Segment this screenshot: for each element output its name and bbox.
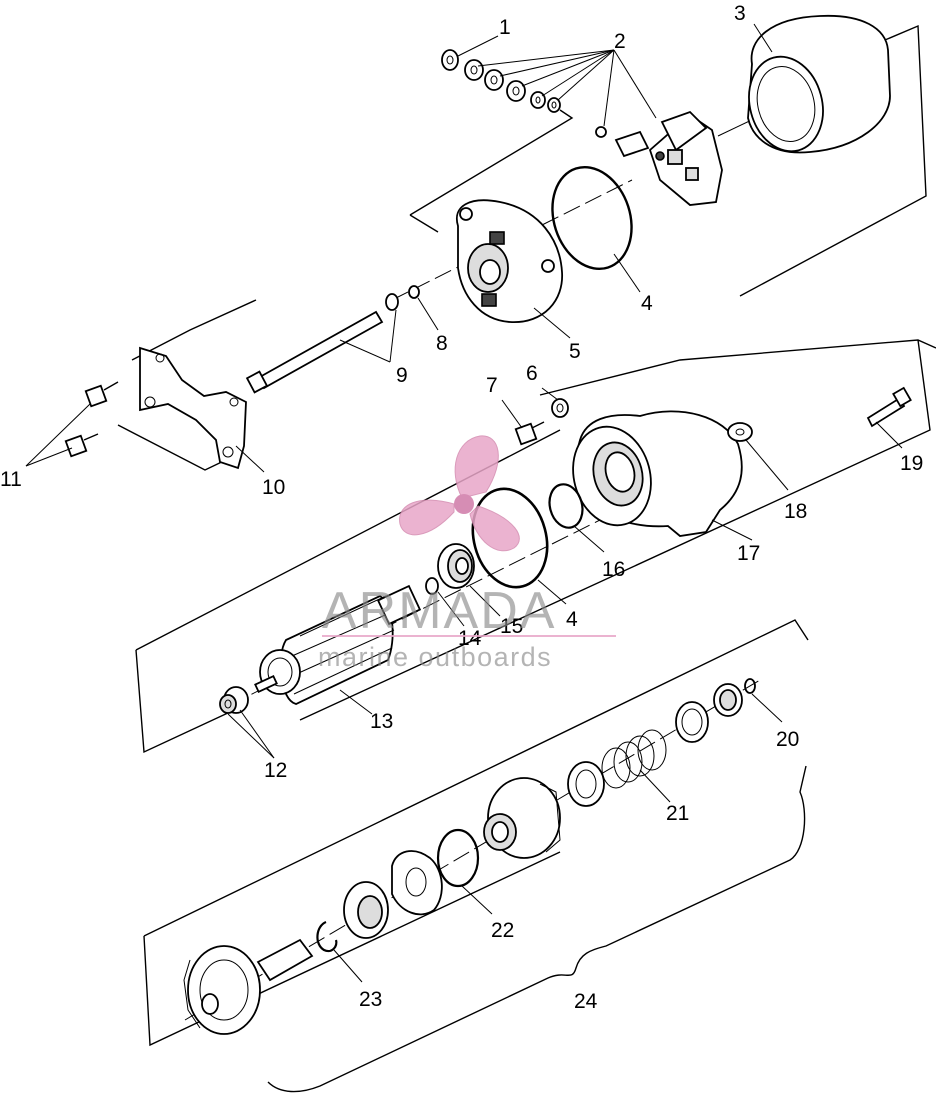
part-front-housing-17[interactable] (562, 410, 743, 537)
part-bushings-12[interactable] (219, 686, 249, 714)
callout-19: 19 (900, 452, 923, 475)
group-outline-lines (117, 24, 936, 1047)
watermark-brand: ARMADA (322, 582, 556, 640)
callout-14: 14 (458, 627, 482, 650)
callout-16: 16 (602, 558, 625, 581)
callout-17: 17 (737, 542, 760, 565)
part-o-ring-4-upper[interactable] (540, 157, 644, 279)
callout-10: 10 (262, 476, 285, 499)
callout-20: 20 (776, 728, 799, 751)
part-bracket-10[interactable] (139, 346, 247, 470)
callout-13: 13 (370, 710, 393, 733)
callout-6: 6 (526, 362, 538, 385)
part-clutch-gear[interactable] (483, 777, 561, 859)
callout-15: 15 (500, 615, 523, 638)
callout-12: 12 (264, 759, 287, 782)
callout-18: 18 (784, 500, 807, 523)
callout-24: 24 (574, 990, 598, 1013)
part-through-bolt-9[interactable] (245, 293, 399, 394)
callout-23: 23 (359, 988, 382, 1011)
callout-2: 2 (614, 30, 626, 53)
part-washer-18[interactable] (727, 422, 753, 442)
callout-8: 8 (436, 332, 448, 355)
part-spring-21[interactable] (567, 701, 709, 807)
callout-21: 21 (666, 802, 689, 825)
leader-lines (25, 23, 903, 983)
part-o-ring-8[interactable] (408, 285, 420, 299)
part-washers-2[interactable] (464, 59, 607, 138)
part-snap-ring-23[interactable] (316, 920, 338, 953)
callout-9: 9 (396, 364, 408, 387)
part-yoke-3[interactable] (739, 14, 891, 160)
watermark: ARMADA marine outboards (318, 435, 616, 672)
propeller-logo-icon (399, 435, 520, 552)
watermark-tagline: marine outboards (318, 642, 552, 672)
callout-22: 22 (491, 919, 514, 942)
part-nut-6[interactable] (551, 398, 569, 418)
brace-24 (267, 765, 807, 1093)
callout-4-lower: 4 (566, 608, 578, 631)
part-nut-1[interactable] (441, 49, 459, 71)
part-split-collar[interactable] (391, 850, 443, 916)
callout-5: 5 (569, 340, 581, 363)
callout-4-upper: 4 (641, 292, 653, 315)
part-thrust-washer[interactable] (343, 881, 389, 939)
part-brush-holder-2[interactable] (614, 110, 723, 206)
part-clips-20[interactable] (713, 678, 756, 717)
part-armature-13[interactable] (254, 584, 422, 705)
callout-3: 3 (734, 2, 746, 25)
part-bolts-11[interactable] (64, 381, 119, 458)
part-clip-14[interactable] (425, 577, 439, 595)
callout-1: 1 (499, 16, 511, 39)
part-rear-cover-5[interactable] (455, 199, 563, 323)
part-ring-22[interactable] (436, 828, 480, 888)
part-bearing-15[interactable] (437, 543, 475, 589)
part-screw-7[interactable] (514, 421, 545, 446)
part-bolt-19[interactable] (866, 386, 912, 428)
part-o-ring-16[interactable] (545, 481, 587, 532)
part-o-ring-4-lower[interactable] (462, 480, 557, 595)
part-pinion-shaft[interactable] (183, 938, 314, 1035)
callout-labels: 1 2 3 4 5 6 7 8 9 10 11 12 13 14 15 4 16… (0, 2, 923, 1013)
callout-11: 11 (0, 468, 22, 491)
callout-7: 7 (486, 374, 498, 397)
